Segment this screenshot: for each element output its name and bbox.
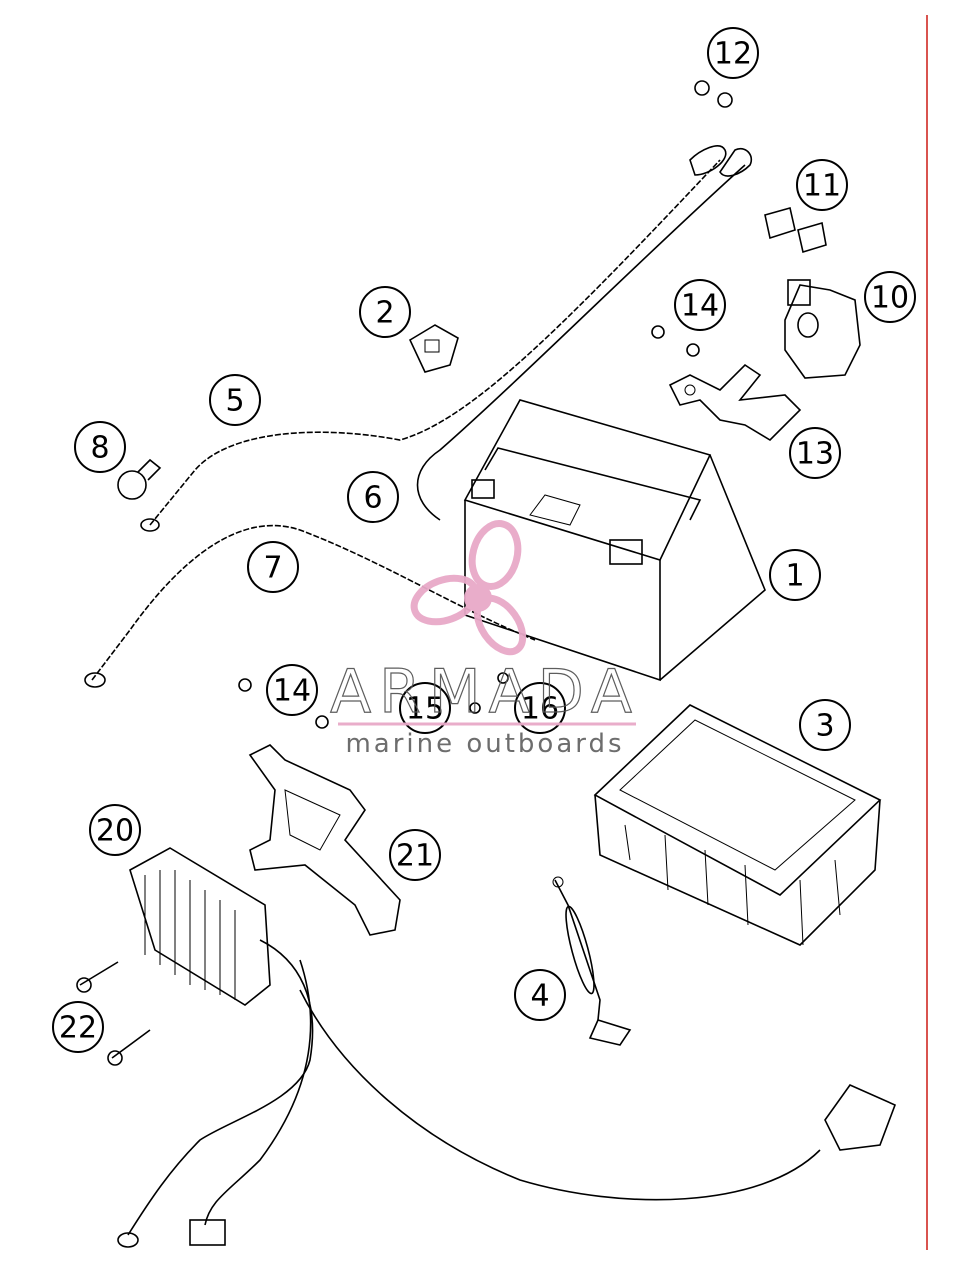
watermark-brand: ARMADA <box>330 657 640 727</box>
screws-lower <box>238 672 509 729</box>
callout-4: 4 <box>514 969 566 1021</box>
callout-6: 6 <box>347 471 399 523</box>
callout-label: 13 <box>796 437 834 472</box>
screws-14-top <box>651 325 700 357</box>
watermark-tagline: marine outboards <box>345 729 624 759</box>
callout-label: 4 <box>530 979 549 1014</box>
connector-2 <box>408 324 459 373</box>
callout-label: 7 <box>263 551 282 586</box>
callout-label: 10 <box>871 281 909 316</box>
battery-box <box>593 704 882 946</box>
callout-11: 11 <box>796 159 848 211</box>
callout-label: 21 <box>396 839 434 874</box>
callout-8: 8 <box>74 421 126 473</box>
callout-13: 13 <box>789 427 841 479</box>
regulator <box>129 847 271 1006</box>
callout-label: 16 <box>521 692 559 727</box>
cable-7 <box>91 524 536 681</box>
bolts-22 <box>76 961 151 1066</box>
terminal-cap <box>117 458 162 500</box>
callout-20: 20 <box>89 804 141 856</box>
callout-label: 2 <box>375 296 394 331</box>
bracket-13 <box>668 363 802 442</box>
callout-label: 14 <box>681 289 719 324</box>
fuses <box>764 207 827 254</box>
callout-15: 15 <box>399 682 451 734</box>
wiring-harness <box>117 939 897 1248</box>
watermark: ARMADA marine outboards <box>330 520 640 759</box>
callout-2: 2 <box>359 286 411 338</box>
callout-label: 14 <box>273 674 311 709</box>
cable-5 <box>149 159 721 526</box>
callout-label: 6 <box>363 481 382 516</box>
starter-relay <box>784 279 861 379</box>
callout-label: 11 <box>803 169 841 204</box>
screws-12 <box>694 80 733 108</box>
callout-1: 1 <box>769 549 821 601</box>
callout-label: 20 <box>96 814 134 849</box>
callout-10: 10 <box>864 271 916 323</box>
callout-7: 7 <box>247 541 299 593</box>
callout-label: 8 <box>90 431 109 466</box>
callout-label: 22 <box>59 1011 97 1046</box>
callout-3: 3 <box>799 699 851 751</box>
callout-label: 1 <box>785 559 804 594</box>
callout-label: 12 <box>714 37 752 72</box>
propeller-logo-icon <box>410 520 527 656</box>
callout-14: 14 <box>674 279 726 331</box>
callout-label: 15 <box>406 692 444 727</box>
callout-12: 12 <box>707 27 759 79</box>
strap <box>552 876 632 1046</box>
battery <box>463 399 766 682</box>
callout-14: 14 <box>266 664 318 716</box>
callout-21: 21 <box>389 829 441 881</box>
callout-label: 3 <box>815 709 834 744</box>
callout-22: 22 <box>52 1001 104 1053</box>
bracket-21 <box>248 744 401 936</box>
cable-6 <box>416 164 746 521</box>
callout-label: 5 <box>225 384 244 419</box>
callout-5: 5 <box>209 374 261 426</box>
callout-16: 16 <box>514 682 566 734</box>
